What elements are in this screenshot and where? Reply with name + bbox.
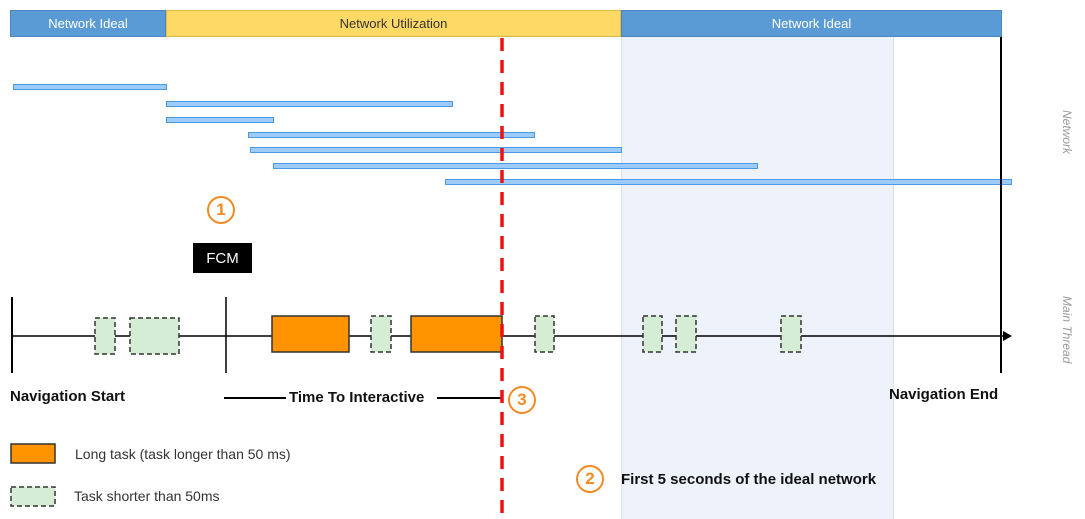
short-task [370, 315, 392, 353]
band-label: Network Ideal [771, 16, 852, 31]
long-task [410, 315, 503, 353]
navigation-start-label: Navigation Start [10, 388, 126, 405]
network-request [13, 84, 167, 90]
navigation-end-label: Navigation End [889, 386, 999, 403]
marker-2: 2 [576, 465, 604, 493]
band-label: Network Utilization [339, 16, 448, 31]
band-label: Network Ideal [48, 16, 128, 31]
marker-1: 1 [207, 196, 235, 224]
network-request [166, 101, 453, 107]
short-task [129, 317, 180, 355]
short-task [675, 315, 697, 353]
network-request [248, 132, 535, 138]
network-request [250, 147, 622, 153]
time-to-interactive-label: Time To Interactive [289, 389, 425, 406]
legend-short-task-swatch [10, 486, 56, 507]
band-network-ideal-start: Network Ideal [10, 10, 166, 37]
band-network-utilization: Network Utilization [166, 10, 621, 37]
network-request [273, 163, 758, 169]
legend-long-task-swatch [10, 443, 56, 464]
legend-short-task-label: Task shorter than 50ms [74, 488, 220, 504]
band-network-ideal-end: Network Ideal [621, 10, 1002, 37]
short-task [642, 315, 663, 353]
short-task [94, 317, 116, 355]
network-side-label: Network [1060, 110, 1074, 155]
long-task [271, 315, 350, 353]
marker-3: 3 [508, 386, 536, 414]
ideal-network-window [621, 37, 894, 519]
network-request [166, 117, 274, 123]
legend-long-task-label: Long task (task longer than 50 ms) [75, 446, 291, 462]
short-task [780, 315, 802, 353]
main-thread-side-label: Main Thread [1060, 296, 1074, 364]
network-request [445, 179, 1012, 185]
short-task [534, 315, 555, 353]
axis-arrow-icon [1003, 331, 1012, 341]
fcm-marker: FCM [193, 243, 252, 273]
ideal-window-annotation: First 5 seconds of the ideal network [621, 471, 877, 488]
